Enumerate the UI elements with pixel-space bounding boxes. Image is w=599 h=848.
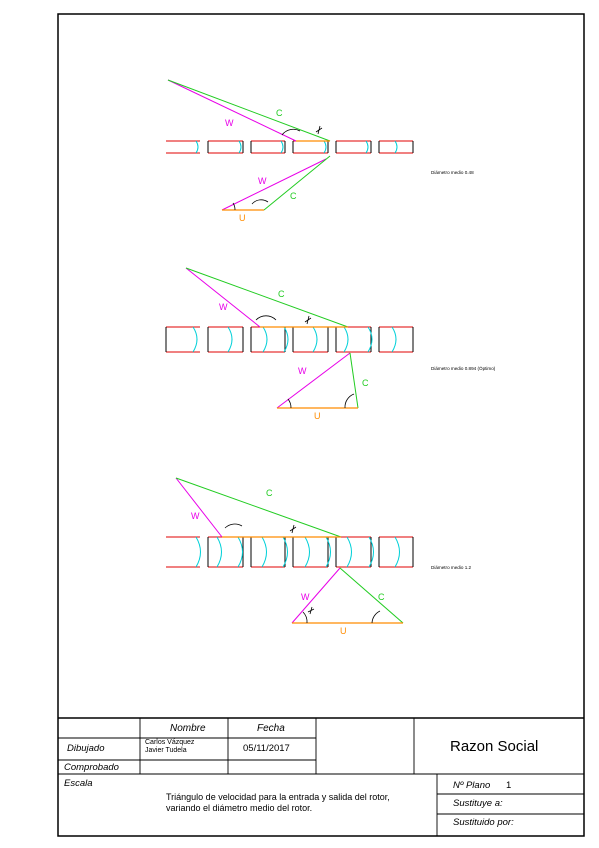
outlet-w-label: W bbox=[298, 366, 307, 376]
description-line-2: variando el diámetro medio del rotor. bbox=[166, 803, 313, 813]
diagram-1: W C W C U Diámetro medio 0.48 bbox=[166, 79, 474, 223]
c-vector bbox=[167, 79, 331, 142]
outlet-u-label: U bbox=[340, 626, 347, 636]
w-vector bbox=[221, 158, 327, 211]
w-vector bbox=[175, 477, 223, 538]
w-vector bbox=[185, 267, 261, 328]
inlet-triangle-1 bbox=[167, 79, 331, 142]
outlet-c-label: C bbox=[362, 378, 369, 388]
inlet-w-label: W bbox=[219, 302, 228, 312]
diagram-3: W C W C U Diámetro medio 1.2 bbox=[166, 477, 472, 636]
inlet-triangle-2 bbox=[185, 267, 349, 328]
inlet-triangle-3 bbox=[175, 477, 342, 538]
outlet-u-label: U bbox=[314, 411, 321, 421]
diagram-caption: Diámetro medio 0.894 (Óptimo) bbox=[431, 365, 496, 371]
blade-row-3 bbox=[166, 536, 414, 568]
w-vector bbox=[291, 567, 341, 624]
c-vector bbox=[263, 155, 331, 211]
outlet-w-label: W bbox=[301, 592, 310, 602]
w-vector bbox=[167, 79, 297, 142]
outlet-c-label: C bbox=[290, 191, 297, 201]
outlet-u-label: U bbox=[239, 213, 246, 223]
c-vector bbox=[339, 567, 404, 624]
inlet-w-label: W bbox=[225, 118, 234, 128]
outlet-c-label: C bbox=[378, 592, 385, 602]
outlet-triangle-3 bbox=[291, 567, 404, 624]
inlet-c-label: C bbox=[266, 488, 273, 498]
c-vector bbox=[349, 352, 359, 409]
w-vector bbox=[276, 352, 351, 409]
sustituye-label: Sustituye a: bbox=[453, 798, 503, 809]
sheet-border bbox=[57, 13, 585, 837]
row-escala: Escala bbox=[64, 778, 93, 789]
title-block-grid bbox=[58, 717, 584, 836]
sustituido-label: Sustituido por: bbox=[453, 817, 514, 828]
blade-row-2 bbox=[165, 326, 414, 353]
drawer-name-2: Javier Tudela bbox=[145, 747, 187, 754]
inlet-c-label: C bbox=[276, 108, 283, 118]
diagram-caption: Diámetro medio 1.2 bbox=[431, 565, 472, 570]
inlet-c-label: C bbox=[278, 289, 285, 299]
plano-number: 1 bbox=[506, 780, 512, 791]
outlet-triangle-1 bbox=[221, 155, 331, 211]
inlet-w-label: W bbox=[191, 511, 200, 521]
row-comprobado: Comprobado bbox=[64, 762, 119, 773]
outlet-triangle-2 bbox=[276, 352, 359, 409]
diagram-2: W C W C U Diámetro medio 0.894 (Óptimo) bbox=[165, 267, 496, 421]
blade-row-1 bbox=[166, 140, 414, 154]
drawing-date: 05/11/2017 bbox=[243, 743, 290, 754]
header-fecha: Fecha bbox=[257, 723, 285, 734]
description-line-1: Triángulo de velocidad para la entrada y… bbox=[166, 792, 390, 802]
company-name: Razon Social bbox=[450, 738, 539, 755]
c-vector bbox=[175, 477, 342, 538]
plano-label: Nº Plano bbox=[453, 780, 491, 791]
drawer-name-1: Carlos Vázquez bbox=[145, 739, 195, 746]
outlet-w-label: W bbox=[258, 176, 267, 186]
header-nombre: Nombre bbox=[170, 723, 206, 734]
row-dibujado: Dibujado bbox=[67, 743, 105, 754]
diagram-caption: Diámetro medio 0.48 bbox=[431, 170, 474, 175]
c-vector bbox=[185, 267, 349, 328]
